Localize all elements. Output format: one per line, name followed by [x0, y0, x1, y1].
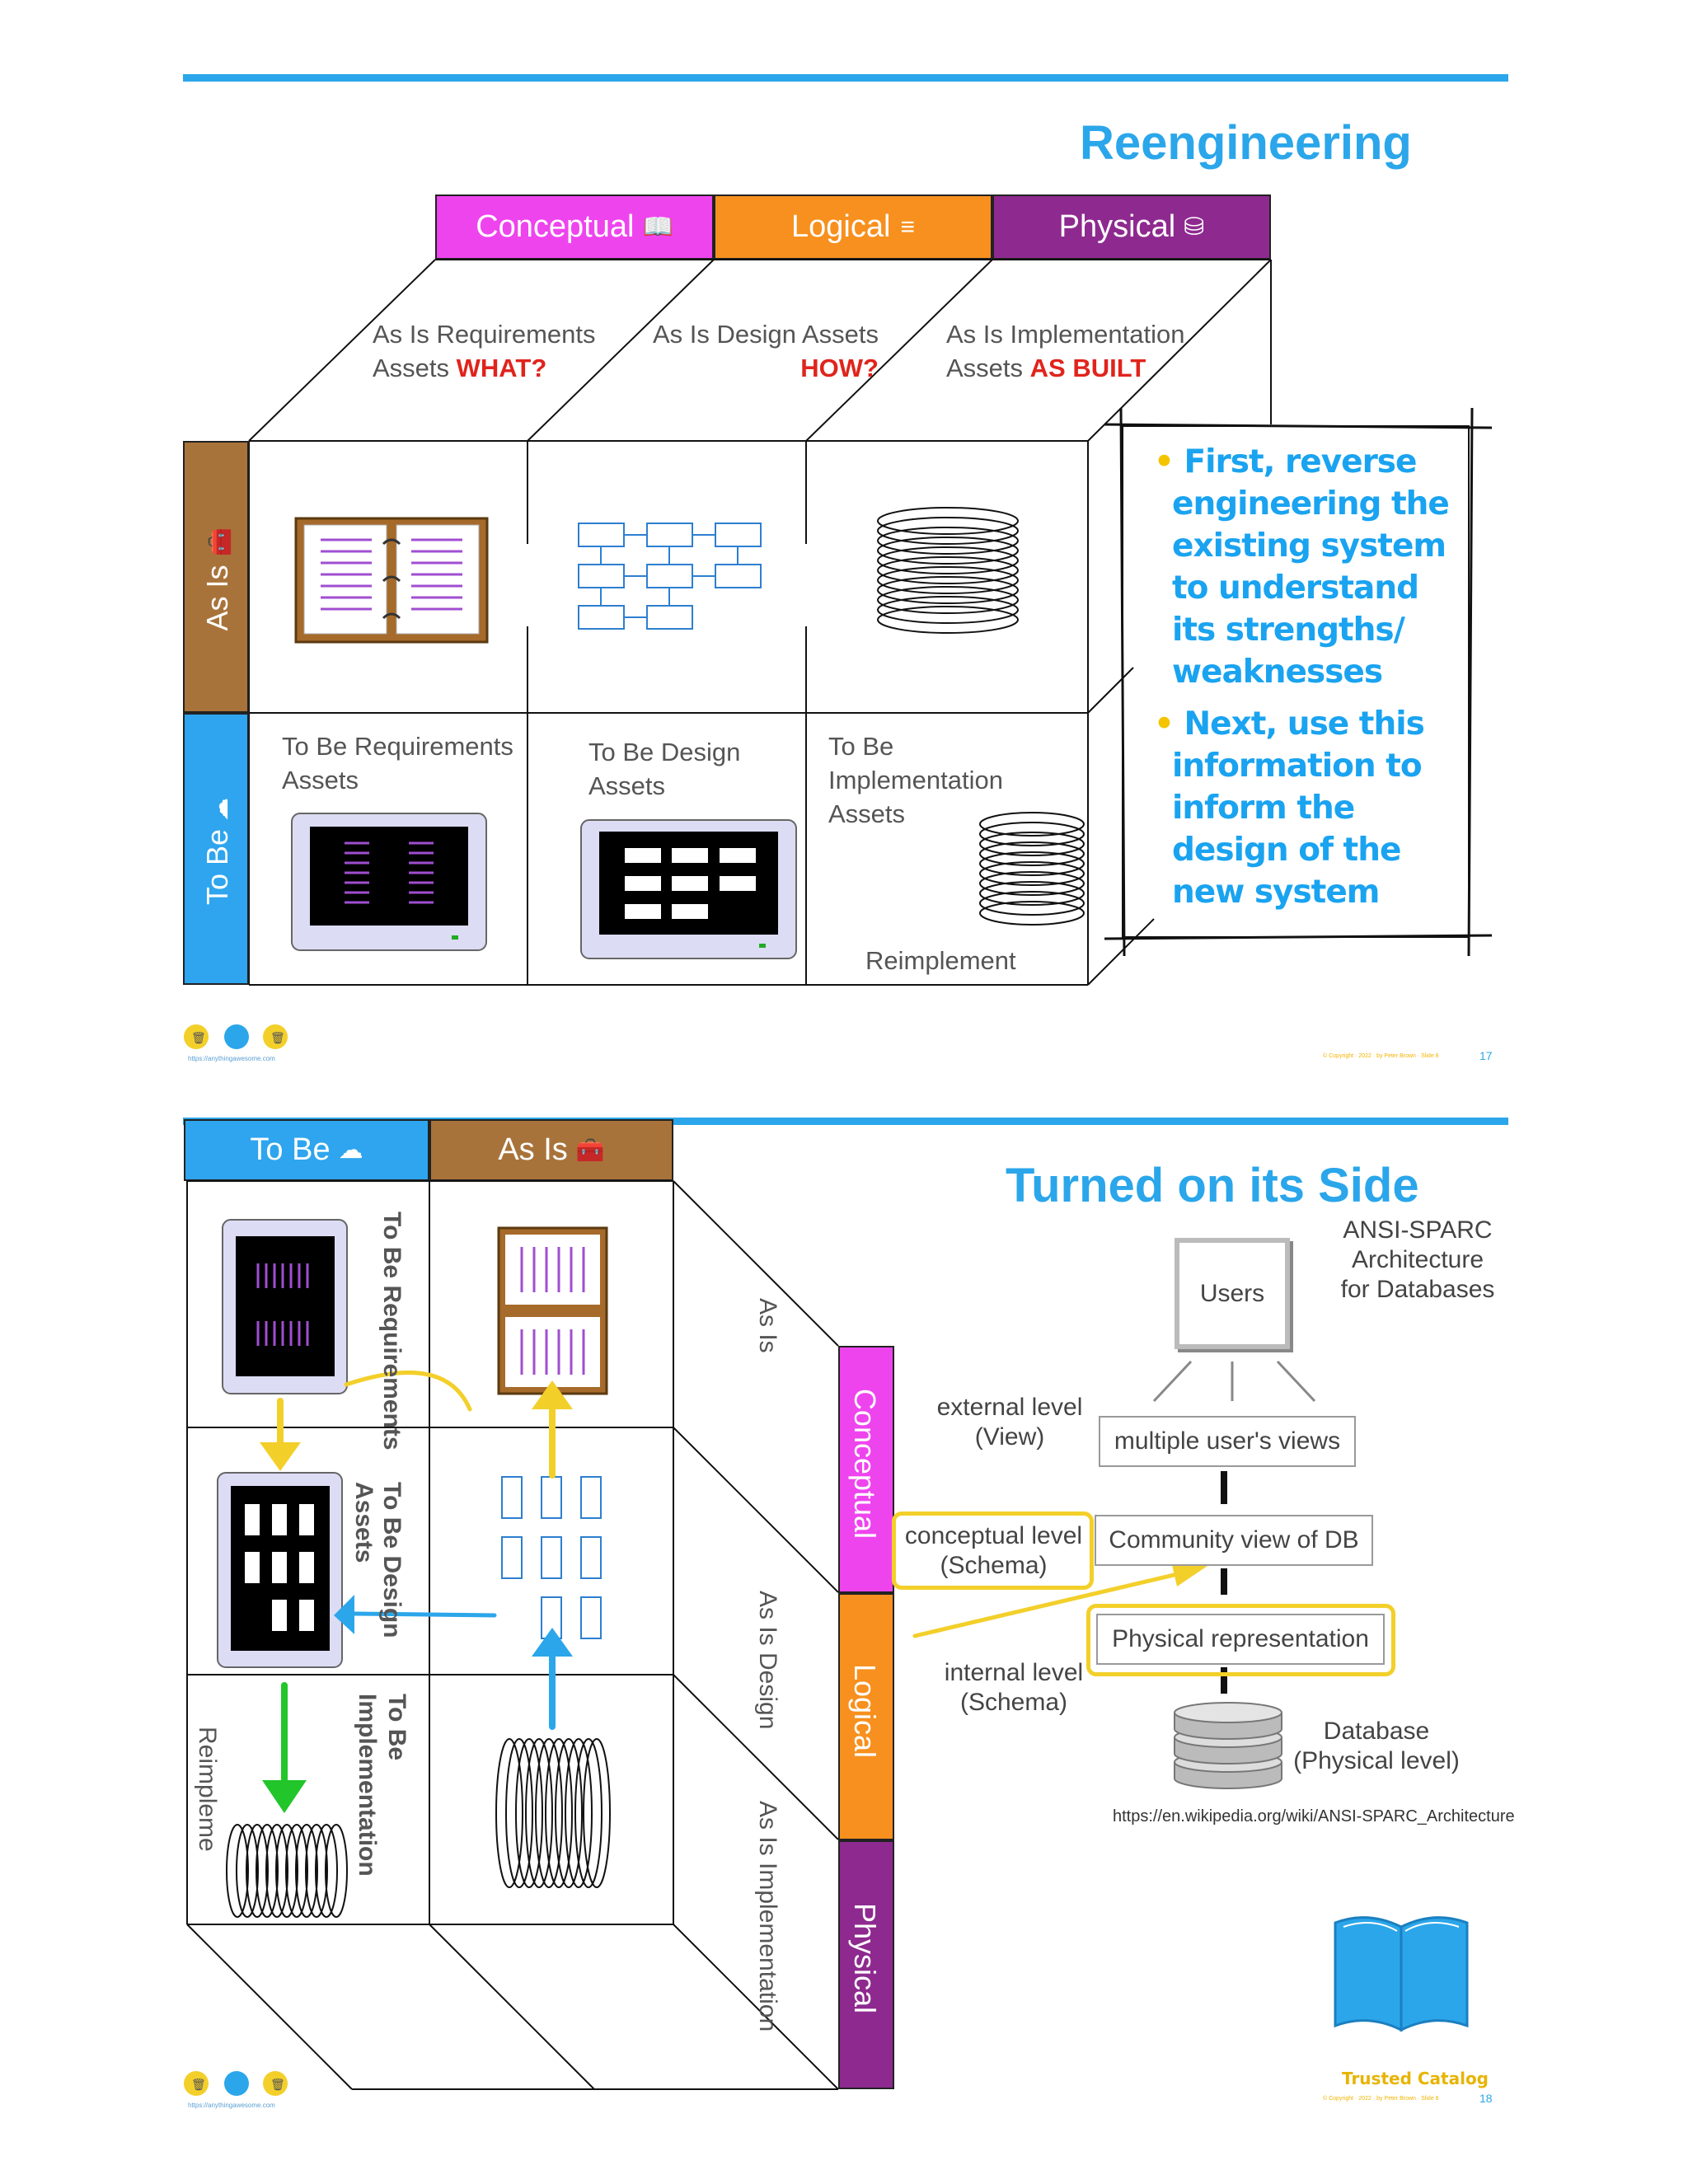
column-header-label: Conceptual	[476, 209, 635, 244]
slide2-footer-logo: 🗑 🗑	[184, 2071, 288, 2096]
ansi-heading: ANSI-SPARC Architecture for Databases	[1340, 1216, 1495, 1303]
column-header-to-be: To Be ☁	[184, 1119, 429, 1181]
data-coil-vertical-icon	[495, 1738, 611, 1888]
conceptual-level-highlight	[892, 1511, 1094, 1590]
svg-text:🗑: 🗑	[270, 2079, 285, 2092]
column-header-label: Physical	[1058, 209, 1176, 244]
row-label-as-is: As Is 🧰	[183, 441, 249, 713]
ansi-source-url[interactable]: https://en.wikipedia.org/wiki/ANSI-SPARC…	[1113, 1807, 1515, 1825]
list-icon: ≡	[900, 213, 915, 241]
database-icon: ⛁	[1184, 213, 1205, 241]
database-icon	[1174, 1702, 1282, 1789]
multiple-views-box: multiple user's views	[1099, 1416, 1356, 1467]
trusted-catalog-book-icon	[1334, 1916, 1469, 2032]
database-label: Database (Physical level)	[1293, 1718, 1460, 1774]
binder-book-vertical-icon	[497, 1226, 608, 1395]
slide2-footer-url: https://anythingawesome.com	[188, 2102, 275, 2109]
binder-book-icon	[294, 517, 489, 644]
cloud-icon: ☁	[338, 1137, 363, 1164]
note-frame	[1104, 408, 1492, 956]
data-coil-icon	[877, 507, 1019, 634]
reimplement-label: Reimplement	[865, 946, 1016, 975]
data-coil-tobe-vertical-icon	[226, 1824, 348, 1918]
to-be-design-label: To Be Design Assets	[588, 738, 741, 800]
slide1-footer-logo: 🗑 🗑	[184, 1024, 288, 1049]
toolbox-icon: 🧰	[575, 1137, 605, 1163]
grid-gap	[524, 544, 532, 626]
users-box: Users	[1175, 1238, 1290, 1349]
as-is-implementation-label: As Is Implementation Assets AS BUILT	[946, 320, 1185, 382]
external-level-label: external level (View)	[936, 1394, 1083, 1451]
side-tab-conceptual: Conceptual	[838, 1346, 894, 1593]
slide2-top-rule	[183, 1118, 1508, 1125]
slide1-top-rule	[183, 74, 1508, 82]
slide1-footer-url: https://anythingawesome.com	[188, 1055, 275, 1062]
physical-representation-highlight	[1086, 1604, 1395, 1676]
grid-gap	[803, 544, 811, 626]
svg-text:🗑: 🗑	[191, 1032, 206, 1045]
side-tab-logical: Logical	[838, 1593, 894, 1840]
monitor-design-icon	[580, 819, 797, 959]
svg-text:🗑: 🗑	[270, 1032, 285, 1045]
community-view-box: Community view of DB	[1095, 1515, 1373, 1566]
svg-text:🗑: 🗑	[191, 2079, 206, 2092]
monitor-requirements-icon	[291, 813, 487, 951]
column-header-physical: Physical ⛁	[992, 194, 1271, 260]
slide1-cube-frame	[248, 259, 1272, 986]
column-header-label: Logical	[791, 209, 891, 244]
as-is-requirements-label: As Is Requirements Assets WHAT?	[373, 320, 596, 382]
monitor-requirements-vertical-icon	[222, 1219, 348, 1394]
note-point-2: • Next, use this information to inform t…	[1154, 705, 1425, 911]
book-icon: 📖	[642, 213, 673, 241]
row-label-to-be: To Be ☁	[183, 713, 249, 985]
data-coil-small-icon	[979, 812, 1085, 926]
bullet-icon: •	[1154, 443, 1175, 480]
to-be-requirements-label: To Be Requirements Assets	[282, 732, 513, 794]
as-is-design-label: As Is Design Assets HOW?	[653, 320, 879, 382]
slide2-footer-copyright: © Copyright · 2022 · by Peter Brown · Sl…	[1323, 2096, 1439, 2102]
note-point-1: • First, reverse engineering the existin…	[1154, 443, 1450, 691]
bullet-icon: •	[1154, 705, 1175, 743]
column-header-conceptual: Conceptual 📖	[435, 194, 714, 260]
to-be-implementation-label: To Be Implementation Assets	[828, 732, 1003, 828]
column-header-as-is: As Is 🧰	[429, 1119, 673, 1181]
slide1-footer-copyright: © Copyright · 2022 · by Peter Brown · Sl…	[1323, 1053, 1439, 1059]
slide1-title: Reengineering	[1080, 116, 1412, 170]
internal-level-label: internal level (Schema)	[944, 1659, 1084, 1716]
physical-representation-box: Physical representation	[1096, 1614, 1385, 1665]
slide2-title: Turned on its Side	[1006, 1159, 1419, 1212]
trusted-catalog-label: Trusted Catalog	[1342, 2069, 1489, 2088]
side-tab-physical: Physical	[838, 1840, 894, 2089]
slide1-page-number: 17	[1479, 1049, 1493, 1062]
conceptual-level-label: conceptual level (Schema)	[904, 1522, 1083, 1579]
slide2-page-number: 18	[1479, 2092, 1493, 2105]
flowchart-vertical-icon	[501, 1476, 602, 1639]
monitor-design-vertical-icon	[217, 1472, 343, 1668]
flowchart-icon	[578, 523, 762, 630]
